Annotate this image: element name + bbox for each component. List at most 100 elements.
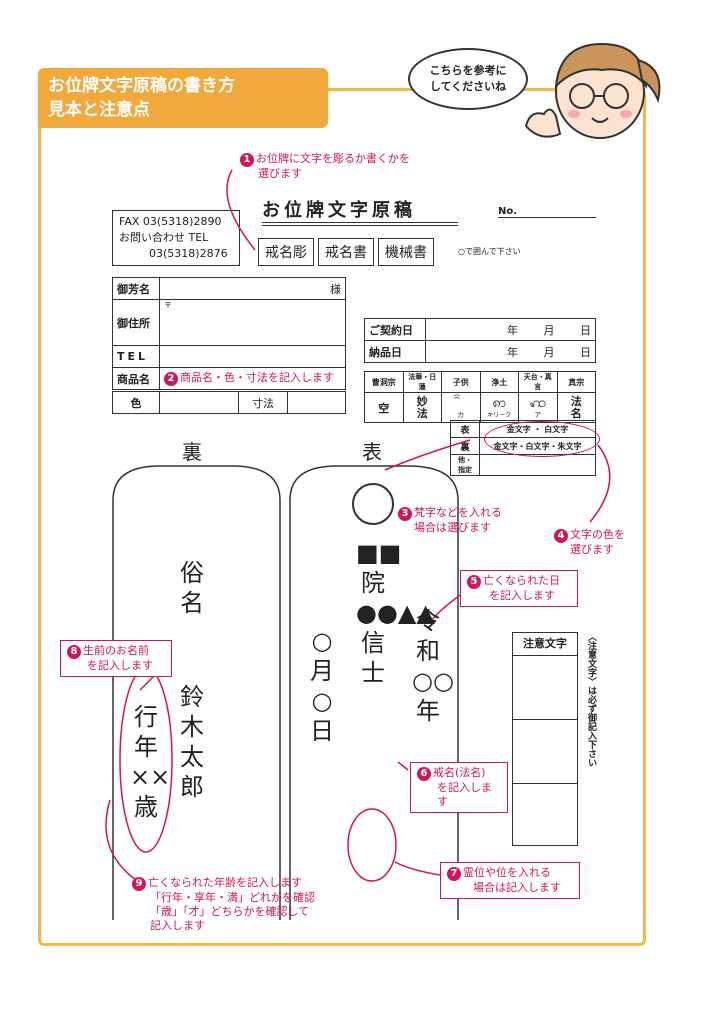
caution-side-note: 〈注意文字〉は必ず御記入下さい: [586, 632, 596, 767]
caution-box: 注意文字: [512, 632, 578, 846]
tel-number: 03(5318)2876: [149, 247, 228, 260]
bonji-circle: [352, 483, 394, 525]
color-size-table: 色 寸法: [112, 391, 346, 414]
fax-number: FAX 03(5318)2890: [119, 215, 222, 228]
bonji-jodo-icon: ꩱ: [492, 395, 507, 411]
front-kaimyo: ■■院●●▲▲信士: [356, 539, 435, 687]
bubble-line2: してくださいね: [429, 80, 507, 93]
delivery-date-label: 納品日: [364, 340, 426, 363]
page-frame: [38, 88, 646, 946]
sect-cell-shin[interactable]: 法 名: [556, 392, 596, 423]
size-label: 寸法: [238, 391, 288, 414]
address-field[interactable]: 〒: [159, 299, 346, 346]
name-suffix: 様: [330, 282, 341, 296]
delivery-month: 月: [543, 345, 555, 359]
delivery-date-field[interactable]: 年 月 日: [425, 340, 596, 363]
note-8-line2: を記入します: [87, 659, 153, 672]
method-engrave[interactable]: 戒名彫: [258, 238, 314, 266]
form-number: No.: [498, 206, 596, 218]
back-name: 鈴木 太郎: [180, 683, 212, 801]
front-plaque-outline: [289, 465, 459, 920]
form-title: お位牌文字原稿: [262, 200, 416, 221]
postal-mark: 〒: [164, 301, 172, 310]
caution-field-2[interactable]: [513, 720, 577, 784]
note-4-line2: 選びます: [570, 543, 614, 556]
delivery-day: 日: [580, 345, 591, 359]
note-6-line1: 戒名(法名): [433, 766, 486, 779]
dates-table: ご契約日 年 月 日 納品日 年 月 日: [364, 318, 596, 363]
back-plaque-label: 裏: [182, 440, 202, 464]
note-2-number: 2: [164, 372, 178, 386]
arrow-5: [431, 594, 461, 621]
note-5-line1: 亡くなられた日: [483, 574, 560, 587]
address-label: 御住所: [112, 299, 160, 346]
bubble-line1: こちらを参考に: [429, 64, 507, 77]
front-plaque-label: 表: [362, 440, 382, 464]
note-2-text: 商品名・色・寸法を記入します: [180, 371, 334, 384]
arrow-7: [394, 861, 441, 876]
contract-month: 月: [543, 323, 555, 337]
arrow-6: [397, 761, 409, 771]
method-options: 戒名彫 戒名書 機械書: [258, 238, 434, 266]
note-3-line1: 梵字などを入れる: [414, 506, 502, 519]
method-machine[interactable]: 機械書: [378, 238, 434, 266]
size-field[interactable]: [287, 391, 346, 414]
caution-field-3[interactable]: [513, 784, 577, 847]
page-header: お位牌文字原稿の書き方 見本と注意点: [38, 68, 328, 128]
arrow-9: [105, 799, 137, 881]
note-3-number: 3: [398, 507, 412, 521]
note-1-line2: 選びます: [258, 167, 302, 180]
back-age: 行年 ××歳: [130, 703, 171, 821]
note-5-number: 5: [467, 575, 481, 589]
back-plaque-outline: [112, 465, 281, 920]
front-date: ○月○日: [310, 627, 334, 745]
note-9-line4: 記入します: [150, 919, 205, 932]
speech-bubble: こちらを参考に してくださいね: [408, 48, 528, 110]
note-6-number: 6: [417, 767, 431, 781]
sect-cell-hokke[interactable]: 妙 法: [402, 392, 442, 423]
note-1-line1: お位牌に文字を彫るか書くかを: [256, 152, 410, 165]
form-title-underline: [262, 222, 458, 226]
arrow-3: [384, 439, 471, 471]
delivery-year: 年: [507, 345, 518, 359]
contract-year: 年: [507, 323, 518, 337]
note-9-line2: 「行年・享年・満」どれかを確認: [150, 891, 315, 904]
sect-table: 曹洞宗 法華・日蓮 子供 浄土 天台・真言 真宗 空 妙 法 ꩰカ ꩱキリーク …: [364, 371, 596, 423]
caution-field-1[interactable]: [513, 656, 577, 720]
method-hint: ○で囲んで下さい: [458, 247, 521, 256]
note-4-line1: 文字の色を: [570, 528, 625, 541]
note-8-number: 8: [67, 645, 81, 659]
color-highlight-oval: [484, 421, 600, 457]
contact-box: FAX 03(5318)2890 お問い合わせ TEL 03(5318)2876: [112, 210, 240, 266]
rank-highlight-oval: [347, 808, 397, 882]
note-1-number: 1: [240, 153, 254, 167]
contract-day: 日: [580, 323, 591, 337]
sect-cell-jodo-caption: キリーク: [487, 412, 512, 419]
method-write[interactable]: 戒名書: [318, 238, 374, 266]
note-9-line1: 亡くなられた年齢を記入します: [148, 876, 302, 889]
tel-row-label: TEL: [112, 345, 160, 368]
arrow-1: [226, 169, 256, 251]
product-label: 商品名: [112, 367, 160, 390]
note-9-number: 9: [132, 877, 146, 891]
front-era-year: 令和○○年: [412, 607, 454, 725]
arrow-4: [589, 444, 611, 523]
tel-label: お問い合わせ TEL: [119, 231, 209, 244]
note-7-line2: 場合は記入します: [473, 881, 561, 894]
note-8-line1: 生前のお名前: [83, 644, 149, 657]
sect-cell-child[interactable]: ꩰカ: [441, 392, 481, 423]
note-4-number: 4: [554, 529, 568, 543]
note-7-line1: 霊位や位を入れる: [463, 866, 551, 879]
note-7-number: 7: [447, 867, 461, 881]
sect-cell-child-caption: カ: [457, 410, 465, 419]
name-label: 御芳名: [112, 277, 160, 300]
